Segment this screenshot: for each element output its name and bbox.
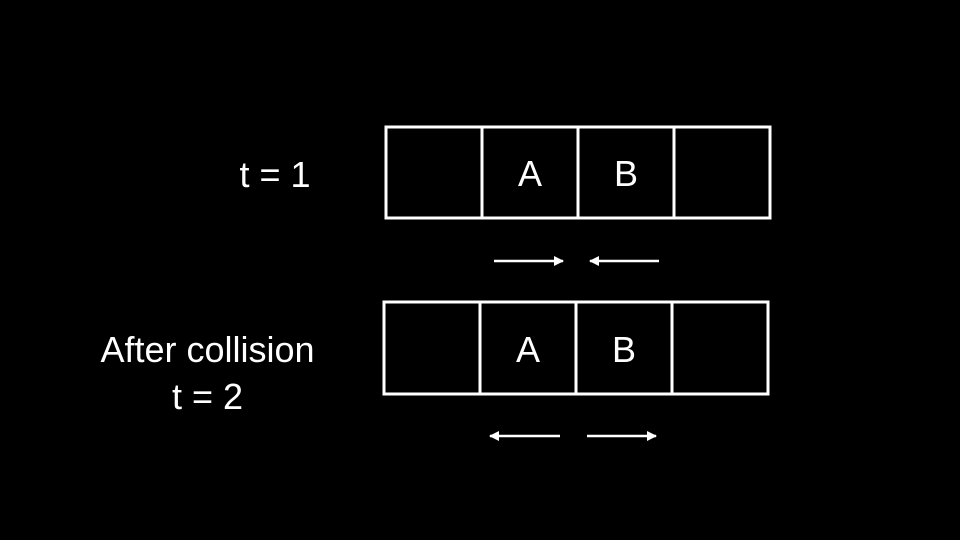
row2-cell-2-text: A	[516, 329, 540, 370]
row2-time-label: t = 2	[171, 376, 244, 417]
row1-time-label: t = 1	[239, 154, 311, 195]
row2-grid: A B	[382, 300, 770, 396]
row1-grid: A B	[384, 125, 772, 220]
row1-cell-2-text: A	[518, 153, 542, 194]
row1-cell-4	[672, 125, 772, 220]
row2-cell-4	[670, 300, 770, 396]
row2-cell-3-text: B	[612, 329, 636, 370]
row2-caption-label: After collision	[100, 329, 315, 370]
row2-cell-1	[382, 300, 482, 396]
row1-cell-1	[384, 125, 484, 220]
row1-cell-3-text: B	[614, 153, 638, 194]
